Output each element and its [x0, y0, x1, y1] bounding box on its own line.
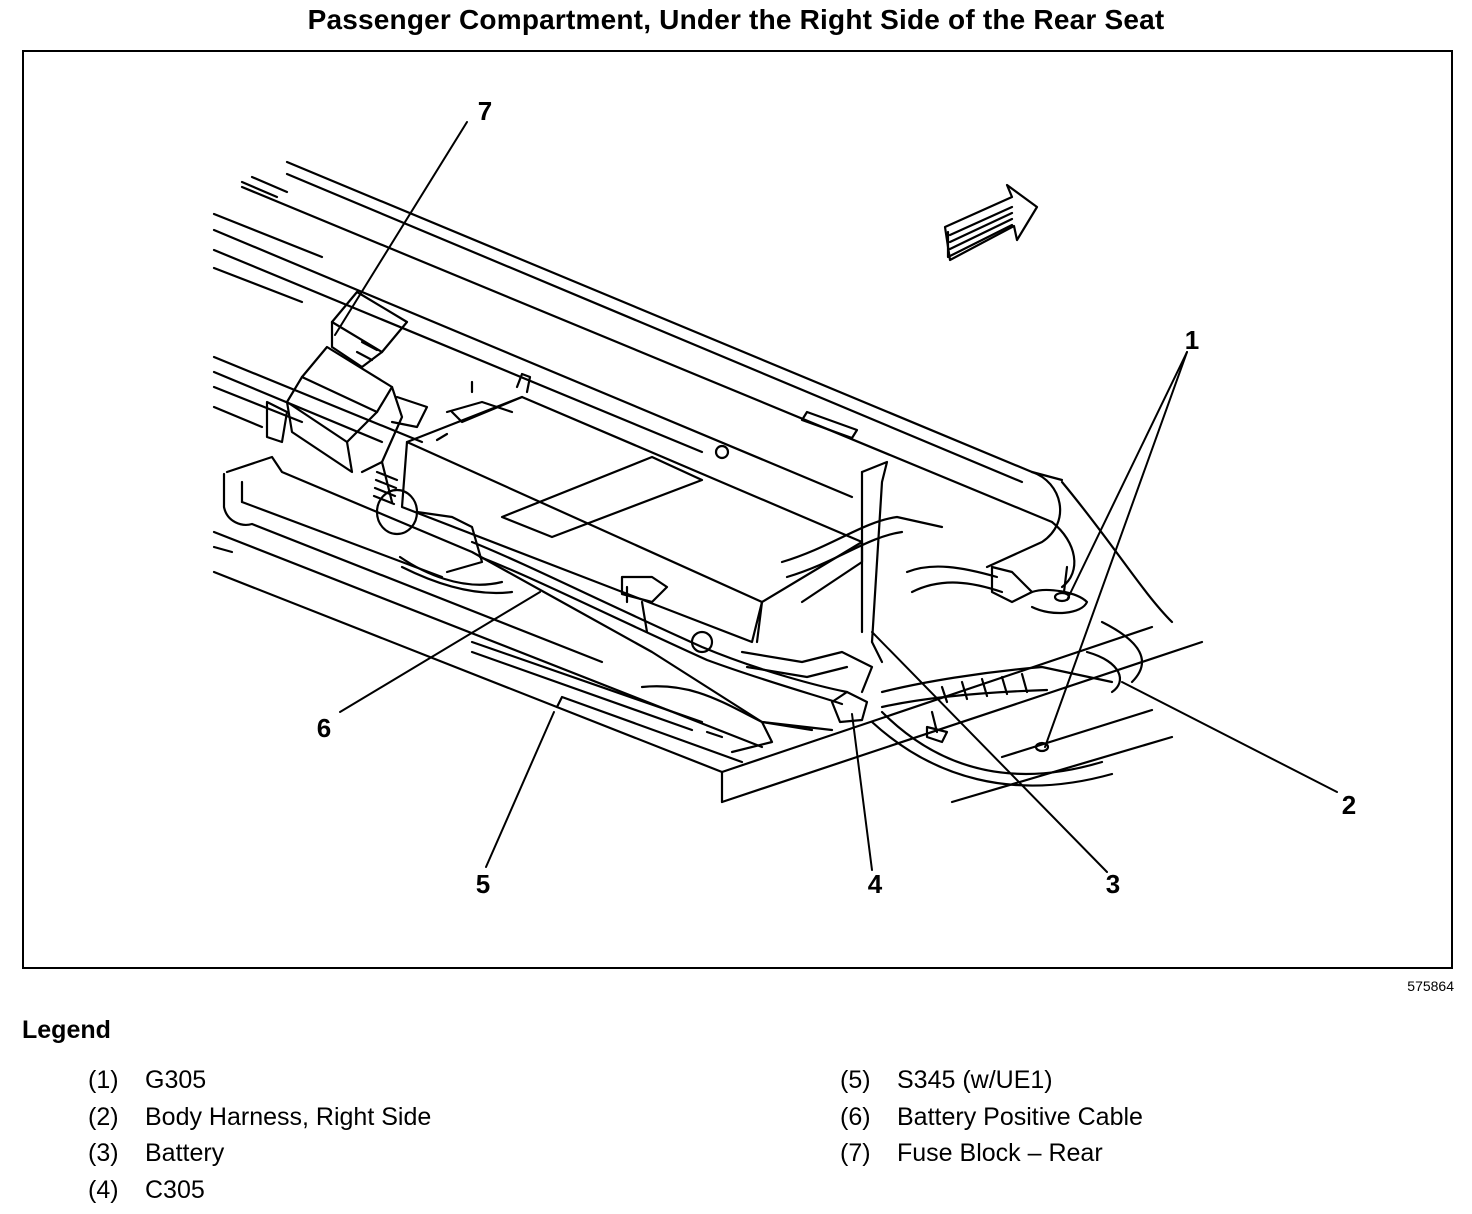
seat-frame-drawing — [212, 160, 1204, 804]
illustration-frame: 7 1 2 3 4 5 6 — [22, 50, 1453, 969]
legend-item: (5) S345 (w/UE1) — [840, 1066, 1143, 1103]
connector-drawing — [375, 488, 514, 594]
callout-4: 4 — [868, 869, 883, 899]
legend-item-label: Battery Positive Cable — [897, 1102, 1143, 1131]
legend-item: (6) Battery Positive Cable — [840, 1103, 1143, 1140]
legend-item-number: (4) — [88, 1175, 119, 1204]
front-direction-arrow-icon — [943, 183, 1039, 262]
legend-heading: Legend — [22, 1016, 111, 1044]
positive-cable-drawing — [470, 540, 874, 706]
legend-right-column: (5) S345 (w/UE1) (6) Battery Positive Cabl… — [840, 1066, 1143, 1176]
callout-2: 2 — [1342, 790, 1356, 820]
callout-6: 6 — [317, 713, 331, 743]
legend-item-number: (5) — [840, 1066, 871, 1094]
callout-7: 7 — [478, 96, 492, 126]
body-harness-drawing — [870, 665, 1114, 787]
ground-cable-drawing — [780, 515, 1089, 615]
legend-item-number: (3) — [88, 1139, 119, 1167]
legend-item: (3) Battery — [88, 1139, 431, 1176]
legend-item-label: G305 — [145, 1066, 207, 1094]
vehicle-illustration: 7 1 2 3 4 5 6 — [212, 96, 1356, 899]
splice-drawing — [640, 685, 869, 754]
legend-item-label: C305 — [145, 1175, 205, 1204]
legend-item-number: (7) — [840, 1139, 871, 1167]
legend-item-label: S345 (w/UE1) — [897, 1066, 1053, 1094]
legend-item-label: Battery — [145, 1139, 225, 1167]
legend-left-column: (1) G305 (2) Body Harness, Right Side (3) B… — [88, 1066, 431, 1212]
callout-5: 5 — [476, 869, 490, 899]
legend-item-label: Fuse Block – Rear — [897, 1139, 1103, 1167]
legend-item-number: (6) — [840, 1102, 871, 1131]
legend-item: (7) Fuse Block – Rear — [840, 1139, 1143, 1176]
legend-item-number: (2) — [88, 1102, 119, 1131]
legend-item: (2) Body Harness, Right Side — [88, 1103, 431, 1140]
callout-1: 1 — [1185, 325, 1199, 355]
callout-3: 3 — [1106, 869, 1120, 899]
legend-item-label: Body Harness, Right Side — [145, 1102, 432, 1131]
fuse-block-drawing — [265, 290, 429, 506]
legend-item-number: (1) — [88, 1066, 119, 1094]
diagram-title: Passenger Compartment, Under the Right S… — [307, 4, 1165, 35]
leader-lines — [334, 121, 1338, 873]
figure-id: 575864 — [1407, 978, 1454, 994]
legend-item: (4) C305 — [88, 1176, 431, 1213]
bracket-drawing — [860, 460, 889, 664]
tray-drawing — [222, 455, 834, 732]
legend-item: (1) G305 — [88, 1066, 431, 1103]
